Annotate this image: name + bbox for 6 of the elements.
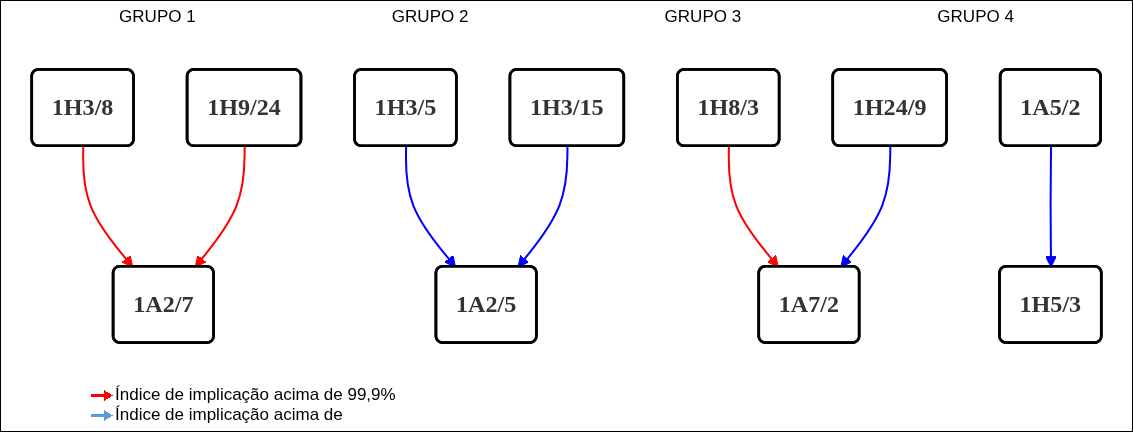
group-label: GRUPO 3 <box>664 7 742 27</box>
legend-text: Índice de implicação acima de 99,9% <box>115 385 396 405</box>
group-label: GRUPO 4 <box>937 7 1014 27</box>
group-label: GRUPO 2 <box>391 7 469 27</box>
group-label: GRUPO 1 <box>119 7 196 27</box>
legend-text: Índice de implicação acima de <box>115 405 343 425</box>
